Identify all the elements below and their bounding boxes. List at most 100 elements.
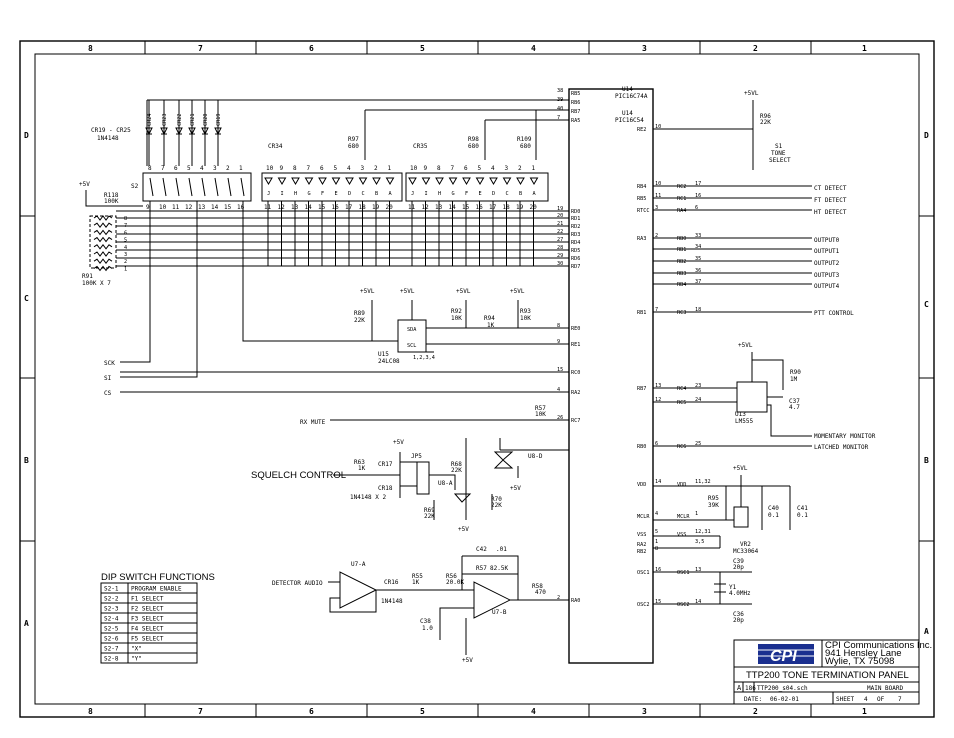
zone-bottom-5: 5 (420, 707, 425, 716)
r69-ref: R69 (424, 507, 435, 514)
u14-pin-name: RA2 (571, 390, 580, 396)
output0-label: OUTPUT0 (814, 237, 840, 244)
led-pin-top: 7 (451, 165, 455, 172)
dip-switch-id: S2-2 (104, 596, 119, 603)
led-pin-top: 4 (347, 165, 351, 172)
led-letter: A (533, 191, 537, 197)
company-address2: Wylie, TX 75098 (825, 656, 894, 667)
u14-pin-alt-num: 16 (695, 193, 701, 199)
ft-detect-label: FT DETECT (814, 197, 847, 204)
led-letter: E (479, 191, 482, 197)
zone-right-c: C (924, 300, 929, 309)
dip-switch-id: S2-8 (104, 656, 119, 663)
r91-pin: 3 (124, 252, 127, 258)
led-pin-top: 10 (410, 165, 418, 172)
output4-label: OUTPUT4 (814, 283, 840, 290)
sck-label: SCK (104, 360, 115, 367)
u14-pin-alt-num: 1 (695, 511, 698, 517)
u14-pin-name: RD1 (571, 216, 580, 222)
s2-pin-bottom: 9 (146, 204, 150, 211)
s2-pin-bottom: 13 (198, 204, 206, 211)
r56-ref: R56 (446, 573, 457, 580)
u14-pin-alt-name: RC5 (677, 400, 686, 406)
led-letter: C (506, 191, 509, 197)
c38-ref: C38 (420, 618, 431, 625)
r96-ref: R96 (760, 113, 771, 120)
c36-ref: C36 (733, 611, 744, 618)
r93-value: 10K (520, 315, 531, 322)
cpi-logo: CPI (770, 648, 797, 665)
led-resistors: R97 680 R98 680 R109 680 (348, 109, 569, 160)
dip-switch-function: "X" (131, 646, 142, 653)
u14-pin-name: RB5 (571, 91, 580, 97)
led-letter: G (452, 191, 455, 197)
switch-lever (162, 177, 167, 197)
u8a-label: U8-A (438, 480, 453, 487)
led-pin-top: 3 (361, 165, 365, 172)
led-pin-top: 2 (374, 165, 378, 172)
u14-pin-inner: OSC1 (637, 570, 650, 576)
u14-pin-num: 10 (655, 181, 661, 187)
sheet-number: 4 (864, 696, 868, 703)
detector-audio-label: DETECTOR AUDIO (272, 580, 323, 587)
plus5vl-u13: +5VL (738, 342, 753, 349)
switch-lever (201, 177, 206, 197)
led-pin-top: 2 (518, 165, 522, 172)
s2-pin-bottom: 11 (172, 204, 180, 211)
led-pin-top: 6 (464, 165, 468, 172)
company-name: CPI Communications Inc. (825, 640, 932, 651)
led-letter: B (375, 191, 378, 197)
zone-top-6: 6 (309, 44, 314, 53)
u14-pin-num: 26 (557, 415, 563, 421)
zone-bottom-3: 3 (642, 707, 647, 716)
u14-pin-num: 19 (557, 206, 563, 212)
u14-pin-name: RE0 (571, 326, 580, 332)
detector-audio-circuit: DETECTOR AUDIO U7-A CR16 1N4148 R55 1K R… (272, 546, 569, 664)
y1-value: 4.0MHz (729, 590, 751, 597)
s1-ref: S1 (775, 143, 783, 150)
cr18-label: CR18 (378, 485, 393, 492)
led-symbol (462, 177, 471, 185)
u14-ref-alt: U14 (622, 110, 633, 117)
squelch-control-circuit: SQUELCH CONTROL JP5 CR17 CR18 R63 1K 1N4… (251, 438, 569, 533)
r63-ref: R63 (354, 459, 365, 466)
cr19-cr25-label: CR19 - CR25 (91, 127, 131, 134)
latched-monitor-label: LATCHED MONITOR (814, 444, 869, 451)
u14-pin-alt-name: OSC2 (677, 602, 690, 608)
u14-pin-alt-name: RB0 (677, 236, 686, 242)
led-pin-top: 6 (320, 165, 324, 172)
r91-pin: 5 (124, 238, 127, 244)
r118-value: 100K (104, 198, 119, 205)
u14-pin-alt-name: RB4 (677, 282, 686, 288)
drawing-size: A (737, 684, 742, 692)
r98-value: 680 (468, 143, 479, 150)
switch-lever (227, 177, 232, 197)
s2-pin-bottom: 12 (185, 204, 193, 211)
r70-ref: R70 (491, 496, 502, 503)
y1-ref: Y1 (729, 584, 737, 591)
led-pin-top: 9 (424, 165, 428, 172)
plus5v-u8a: +5V (458, 526, 469, 533)
u14-pin-alt-name: RC2 (677, 184, 686, 190)
u14-pin-alt-name: RC6 (677, 444, 686, 450)
c41-value: 0.1 (797, 512, 808, 519)
dip-switch-function: F5 SELECT (131, 636, 164, 643)
u14-pin-alt-name: MCLR (677, 514, 690, 520)
led-pin-top: 7 (307, 165, 311, 172)
resistor-symbol (93, 258, 113, 265)
zone-top-5: 5 (420, 44, 425, 53)
led-letter: J (411, 191, 414, 197)
cr-diode-ref: CR20 (203, 114, 209, 127)
drawing-file: TTP200_s04.sch (757, 685, 808, 692)
of-number: 7 (898, 696, 902, 703)
zone-bottom-6: 6 (309, 707, 314, 716)
r90-value: 1M (790, 376, 798, 383)
dip-switch-function: F1 SELECT (131, 596, 164, 603)
r95-ref: R95 (708, 495, 719, 502)
u14-pin-num: 16 (655, 567, 661, 573)
output2-label: OUTPUT2 (814, 260, 840, 267)
sheet-label: SHEET (836, 696, 854, 703)
u14-pin-alt-num: 3,5 (695, 539, 704, 545)
u14-pin-name: RA0 (571, 598, 580, 604)
